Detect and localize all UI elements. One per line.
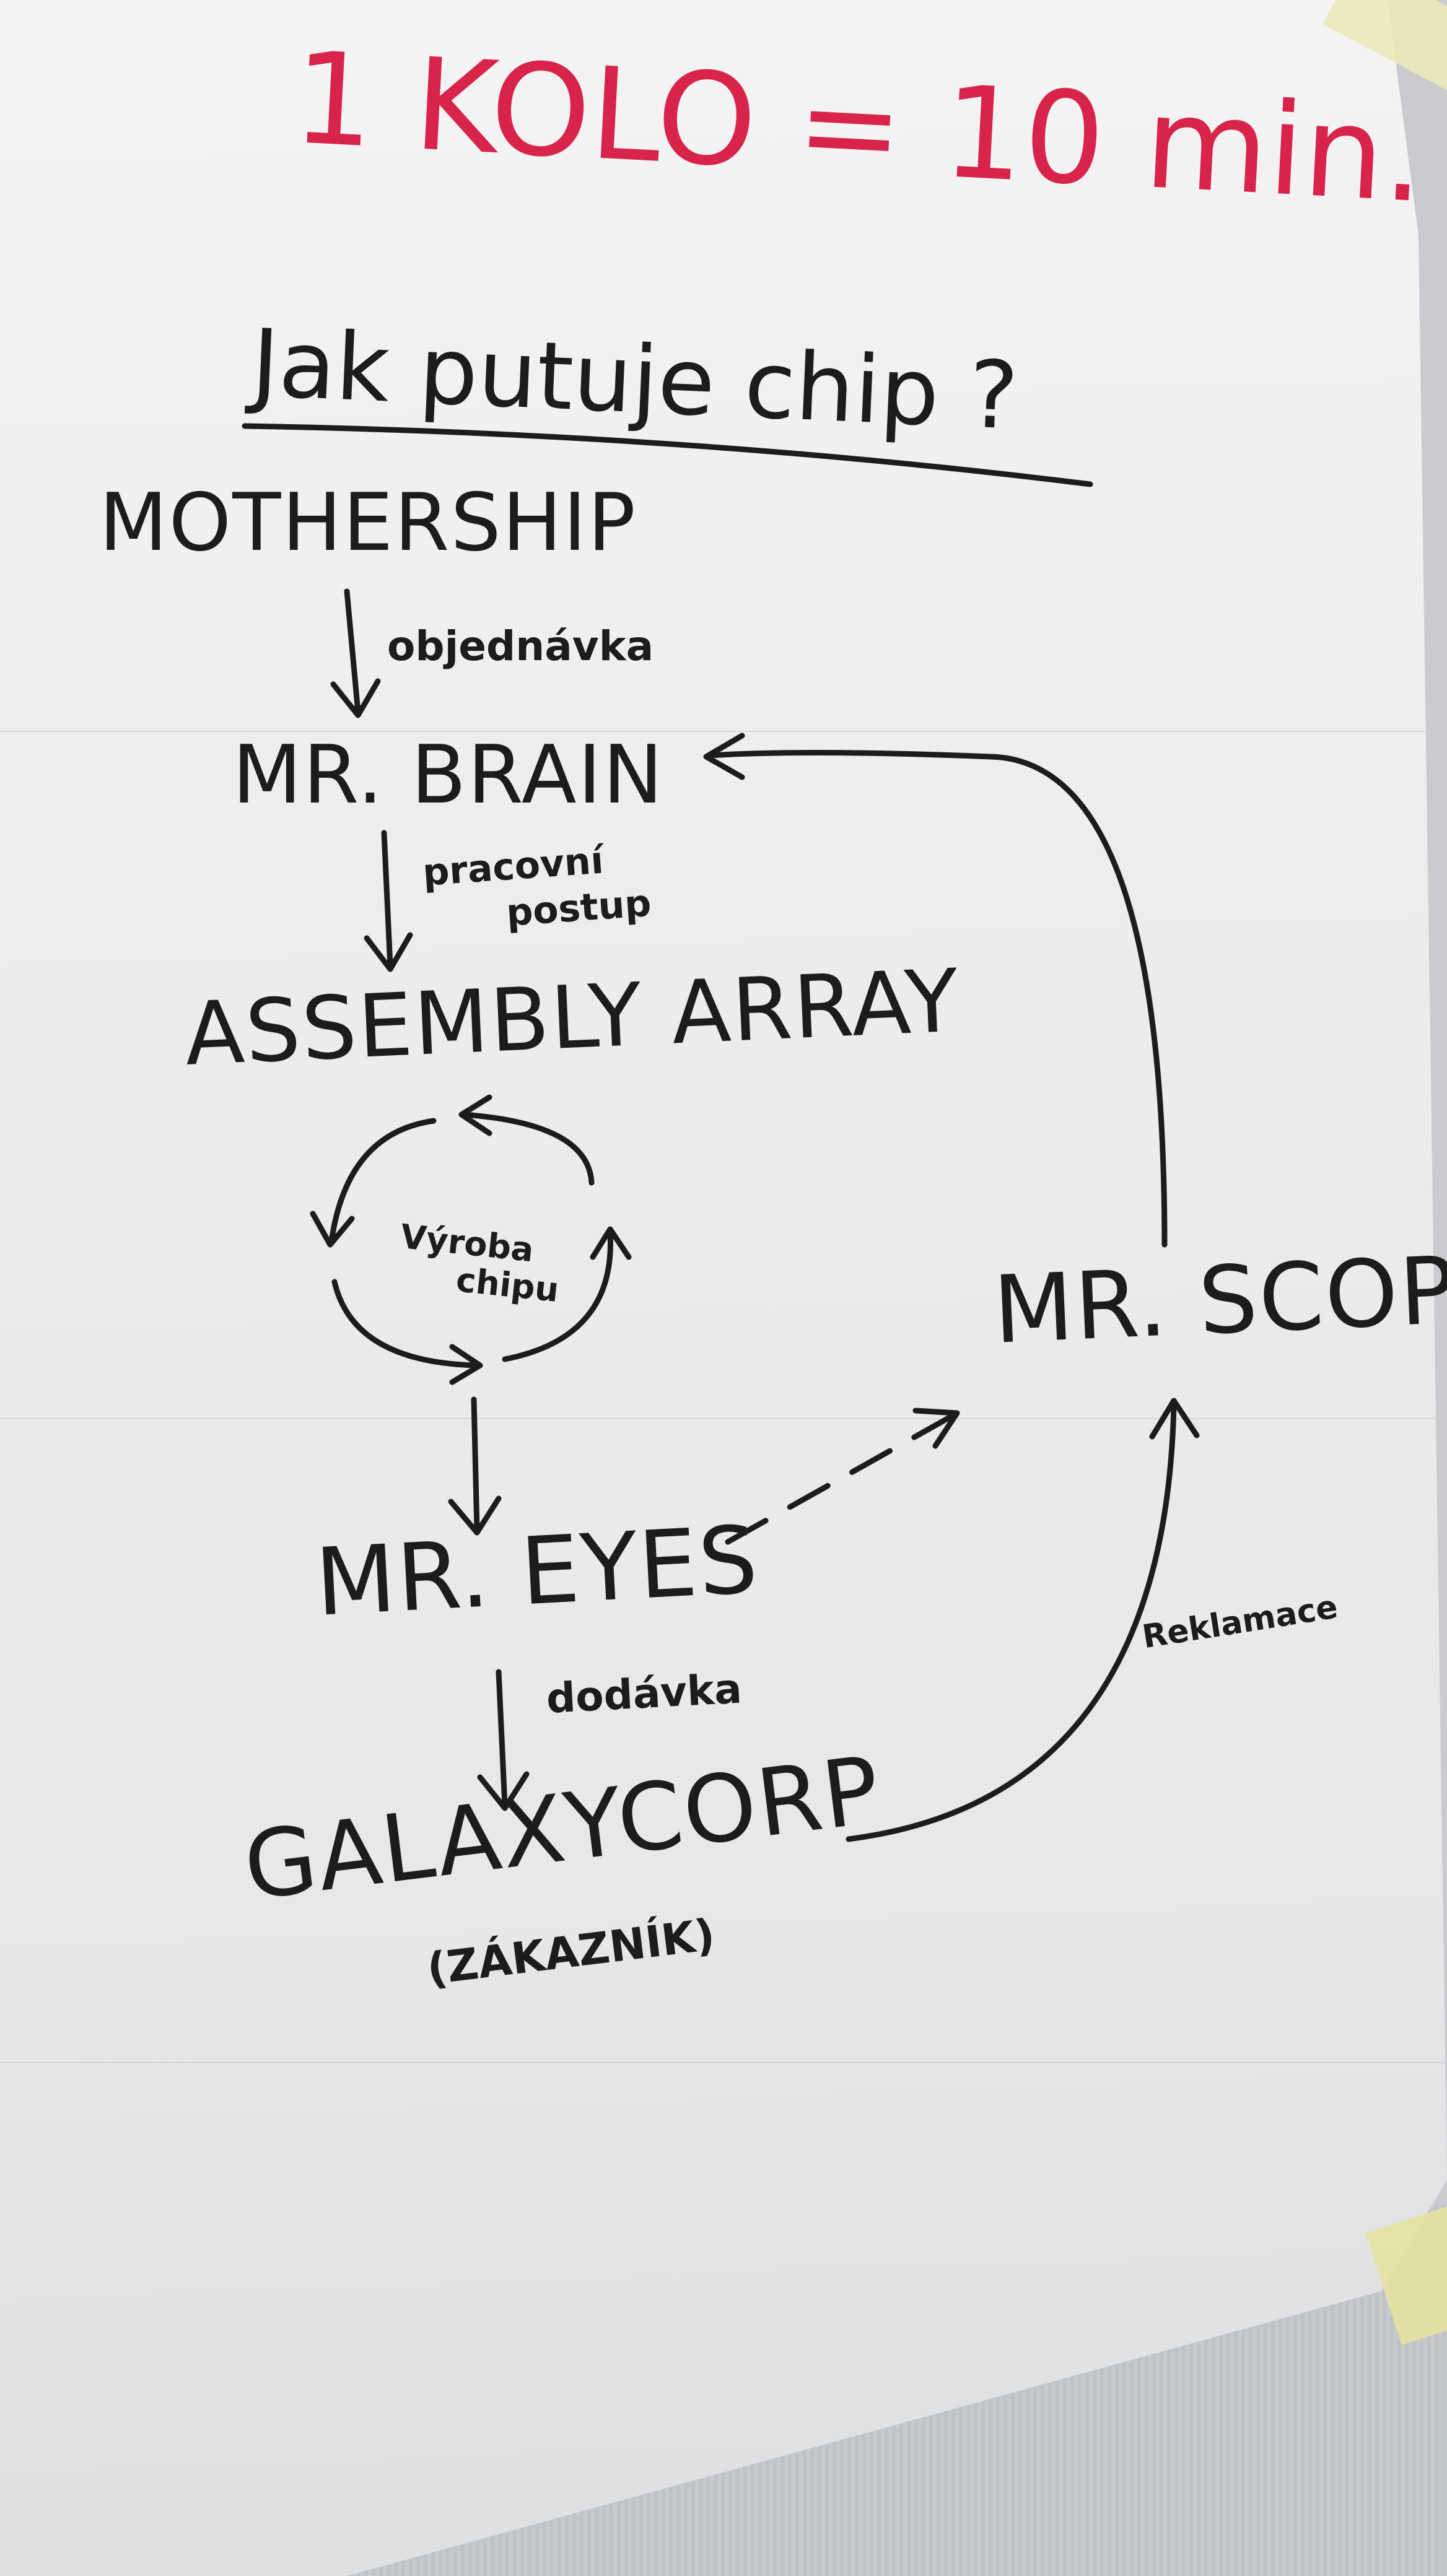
edge-label-order: objednávka	[387, 622, 654, 670]
loop-arrow-bottom-right	[502, 1229, 614, 1362]
arrow-to-eyes-head	[448, 1495, 502, 1536]
arrow-feedback	[706, 749, 1168, 1248]
arrow-feedback-head	[703, 733, 745, 780]
arrow-procedure-head	[364, 932, 413, 972]
node-mothership: MOTHERSHIP	[99, 477, 637, 569]
heading-underline	[242, 423, 1093, 487]
arrow-complaint-head	[1149, 1398, 1200, 1440]
paper-fold	[0, 731, 1447, 732]
loop-arrow-top-right	[461, 1112, 595, 1186]
arrow-order-head	[330, 678, 381, 718]
arrow-eyes-to-scope-head	[912, 1408, 960, 1449]
paper-fold	[0, 1418, 1447, 1419]
paper-fold	[0, 2062, 1447, 2063]
arrow-procedure	[381, 830, 393, 969]
arrow-delivery	[496, 1669, 508, 1808]
arrow-complaint	[846, 1403, 1177, 1842]
loop-arrow-bottom-left	[331, 1279, 480, 1368]
loop-arrow-top-left	[328, 1118, 437, 1245]
node-mr-brain: MR. BRAIN	[232, 728, 665, 822]
arrow-to-eyes	[471, 1396, 480, 1533]
arrow-order	[344, 588, 361, 715]
loop-arrow-top-right-head	[458, 1094, 492, 1136]
arrow-delivery-head	[477, 1771, 530, 1811]
loop-arrow-bottom-right-head	[590, 1226, 632, 1260]
arrow-eyes-to-scope	[725, 1412, 957, 1545]
loop-arrow-bottom-left-head	[449, 1344, 483, 1385]
loop-arrow-top-left-head	[310, 1211, 355, 1248]
